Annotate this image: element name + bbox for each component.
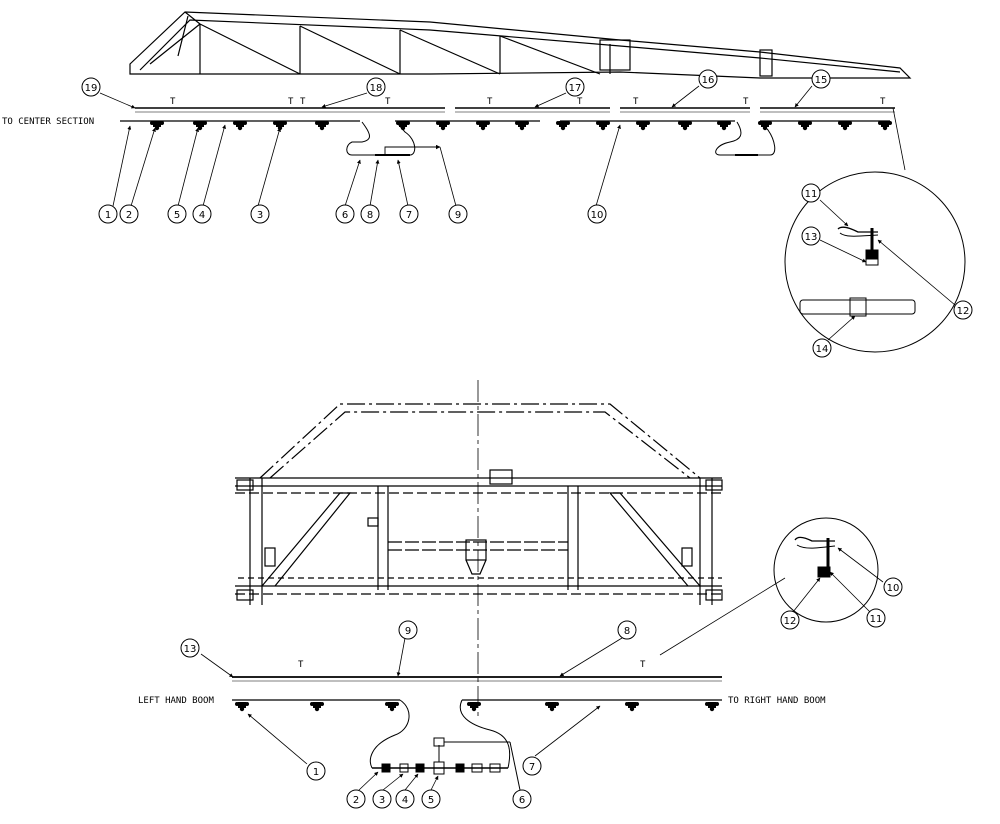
svg-text:T: T: [577, 97, 583, 107]
svg-text:12: 12: [784, 616, 797, 627]
to-right-hand-boom-label: TO RIGHT HAND BOOM: [728, 696, 826, 706]
top-callout-16: 16: [698, 69, 718, 89]
svg-text:T: T: [640, 660, 646, 670]
svg-text:2: 2: [126, 210, 132, 221]
top-callout-1: 1: [98, 204, 118, 224]
top-nozzles: [150, 121, 892, 131]
svg-text:4: 4: [199, 210, 205, 221]
svg-text:8: 8: [367, 210, 373, 221]
svg-text:8: 8: [624, 626, 630, 637]
bottom-callout-6: 6: [512, 789, 532, 809]
svg-text:7: 7: [406, 210, 412, 221]
bottom-detail-view: [773, 517, 884, 623]
svg-text:9: 9: [455, 210, 461, 221]
bottom-callout-10: 10: [883, 577, 903, 597]
top-hoses: [346, 121, 776, 156]
svg-text:16: 16: [702, 75, 715, 86]
svg-text:17: 17: [569, 83, 582, 94]
bottom-callout-5: 5: [421, 789, 441, 809]
top-callout-4: 4: [192, 204, 212, 224]
left-hand-boom-label: LEFT HAND BOOM: [138, 696, 214, 706]
svg-text:10: 10: [591, 210, 604, 221]
bottom-callout-4: 4: [395, 789, 415, 809]
top-callout-19: 19: [81, 77, 101, 97]
boom-truss: [129, 11, 912, 79]
top-callout-10: 10: [587, 204, 607, 224]
svg-text:T: T: [300, 97, 306, 107]
svg-text:3: 3: [379, 795, 385, 806]
top-callout-11: 11: [801, 183, 821, 203]
bottom-callout-11: 11: [866, 608, 886, 628]
svg-text:5: 5: [428, 795, 434, 806]
bottom-callout-8: 8: [617, 620, 637, 640]
top-callout-12: 12: [953, 300, 973, 320]
bottom-clamps: T T: [298, 660, 646, 670]
svg-text:19: 19: [85, 83, 98, 94]
top-callout-13: 13: [801, 226, 821, 246]
top-callout-7: 7: [399, 204, 419, 224]
top-callout-8: 8: [360, 204, 380, 224]
svg-text:T: T: [743, 97, 749, 107]
svg-text:1: 1: [105, 210, 111, 221]
bottom-pipe: [232, 676, 722, 682]
svg-text:10: 10: [887, 583, 900, 594]
svg-text:4: 4: [402, 795, 408, 806]
top-callout-9: 9: [448, 204, 468, 224]
svg-text:13: 13: [805, 232, 818, 243]
svg-text:12: 12: [957, 306, 970, 317]
svg-text:T: T: [487, 97, 493, 107]
bottom-callout-7: 7: [522, 756, 542, 776]
top-callout-15: 15: [811, 69, 831, 89]
svg-text:1: 1: [313, 767, 319, 778]
bottom-callout-2: 2: [346, 789, 366, 809]
svg-text:7: 7: [529, 762, 535, 773]
svg-text:18: 18: [370, 83, 383, 94]
to-center-label: TO CENTER SECTION: [2, 117, 94, 127]
svg-text:13: 13: [184, 644, 197, 655]
svg-text:11: 11: [870, 614, 883, 625]
svg-text:T: T: [288, 97, 294, 107]
top-callout-18: 18: [366, 77, 386, 97]
top-leaders: [99, 85, 906, 207]
svg-text:11: 11: [805, 189, 818, 200]
bottom-callout-3: 3: [372, 789, 392, 809]
top-detail-view: [784, 171, 966, 353]
svg-text:14: 14: [816, 344, 829, 355]
svg-text:9: 9: [405, 626, 411, 637]
svg-text:T: T: [298, 660, 304, 670]
top-callouts: 1 2 5 4 3 6 8 7 9 10 19 18 17 16 15 11 1…: [81, 69, 973, 358]
bottom-nozzles: [235, 702, 719, 712]
top-callout-3: 3: [250, 204, 270, 224]
svg-text:2: 2: [353, 795, 359, 806]
svg-text:T: T: [633, 97, 639, 107]
top-pipe: [135, 107, 895, 113]
bottom-callout-12: 12: [780, 610, 800, 630]
top-callout-14: 14: [812, 338, 832, 358]
svg-text:6: 6: [342, 210, 348, 221]
svg-text:T: T: [385, 97, 391, 107]
bottom-leaders: [200, 577, 786, 791]
svg-text:5: 5: [174, 210, 180, 221]
bottom-callout-1: 1: [306, 761, 326, 781]
top-callout-6: 6: [335, 204, 355, 224]
bottom-callouts: 13 9 8 1 2 3 4 5 6 7 10 11 12: [180, 577, 903, 809]
top-callout-17: 17: [565, 77, 585, 97]
bottom-hoses: [369, 699, 521, 791]
svg-text:T: T: [880, 97, 886, 107]
bottom-callout-9: 9: [398, 620, 418, 640]
svg-text:3: 3: [257, 210, 263, 221]
center-frame: [235, 403, 723, 605]
top-callout-5: 5: [167, 204, 187, 224]
top-callout-2: 2: [119, 204, 139, 224]
svg-text:15: 15: [815, 75, 828, 86]
svg-text:6: 6: [519, 795, 525, 806]
bottom-callout-13: 13: [180, 638, 200, 658]
svg-text:T: T: [170, 97, 176, 107]
